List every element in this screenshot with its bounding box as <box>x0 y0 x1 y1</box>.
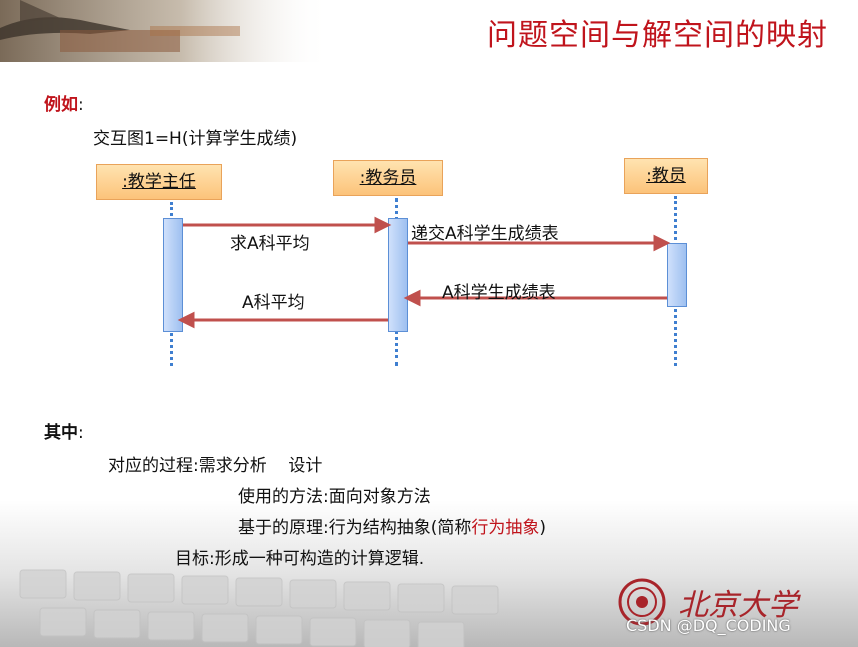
actor-registrar-label: :教务员 <box>359 168 417 188</box>
details-principle-prefix: 基于的原理:行为结构抽象(简称 <box>238 518 472 538</box>
details-principle-highlight: 行为抽象 <box>471 518 540 538</box>
activation-registrar <box>388 218 408 332</box>
arrow-return-scores-head <box>403 289 421 307</box>
header-building-image <box>0 0 330 62</box>
arrow-request-average-head <box>374 216 392 234</box>
example-label-colon: : <box>78 95 84 115</box>
example-label-text: 例如 <box>44 95 78 115</box>
watermark: CSDN @DQ_CODING <box>626 616 791 635</box>
details-goal: 目标:形成一种可构造的计算逻辑. <box>175 549 425 569</box>
message-label-return-average: A科平均 <box>242 293 305 313</box>
arrow-return-average-head <box>177 311 195 329</box>
details-process: 对应的过程:需求分析 设计 <box>108 456 323 476</box>
details-heading-text: 其中 <box>44 423 78 443</box>
activation-director <box>163 218 183 332</box>
message-label-return-scores: A科学生成绩表 <box>442 283 556 303</box>
actor-teacher-label: :教员 <box>646 166 686 186</box>
message-label-submit-scores: 递交A科学生成绩表 <box>411 224 559 244</box>
diagram-name: 交互图1=H(计算学生成绩) <box>93 129 298 149</box>
actor-teacher: :教员 <box>624 158 708 194</box>
university-logo-text: 北京大学 <box>678 588 798 623</box>
activation-teacher <box>667 243 687 307</box>
message-label-request-average: 求A科平均 <box>230 234 310 254</box>
arrow-submit-scores-head <box>653 234 671 252</box>
details-heading: 其中: <box>44 418 84 443</box>
actor-registrar: :教务员 <box>333 160 443 196</box>
details-method: 使用的方法:面向对象方法 <box>238 487 431 507</box>
slide-title: 问题空间与解空间的映射 <box>487 18 828 53</box>
actor-director-label: :教学主任 <box>122 172 196 192</box>
details-principle-suffix: ) <box>539 518 546 538</box>
example-label: 例如: <box>44 90 84 115</box>
actor-director: :教学主任 <box>96 164 222 200</box>
details-heading-colon: : <box>78 423 84 443</box>
details-principle: 基于的原理:行为结构抽象(简称行为抽象) <box>238 513 546 538</box>
footer-keyboard-image <box>0 500 858 647</box>
university-logo: 北京大学 <box>618 578 818 628</box>
university-seal-icon <box>618 578 666 626</box>
